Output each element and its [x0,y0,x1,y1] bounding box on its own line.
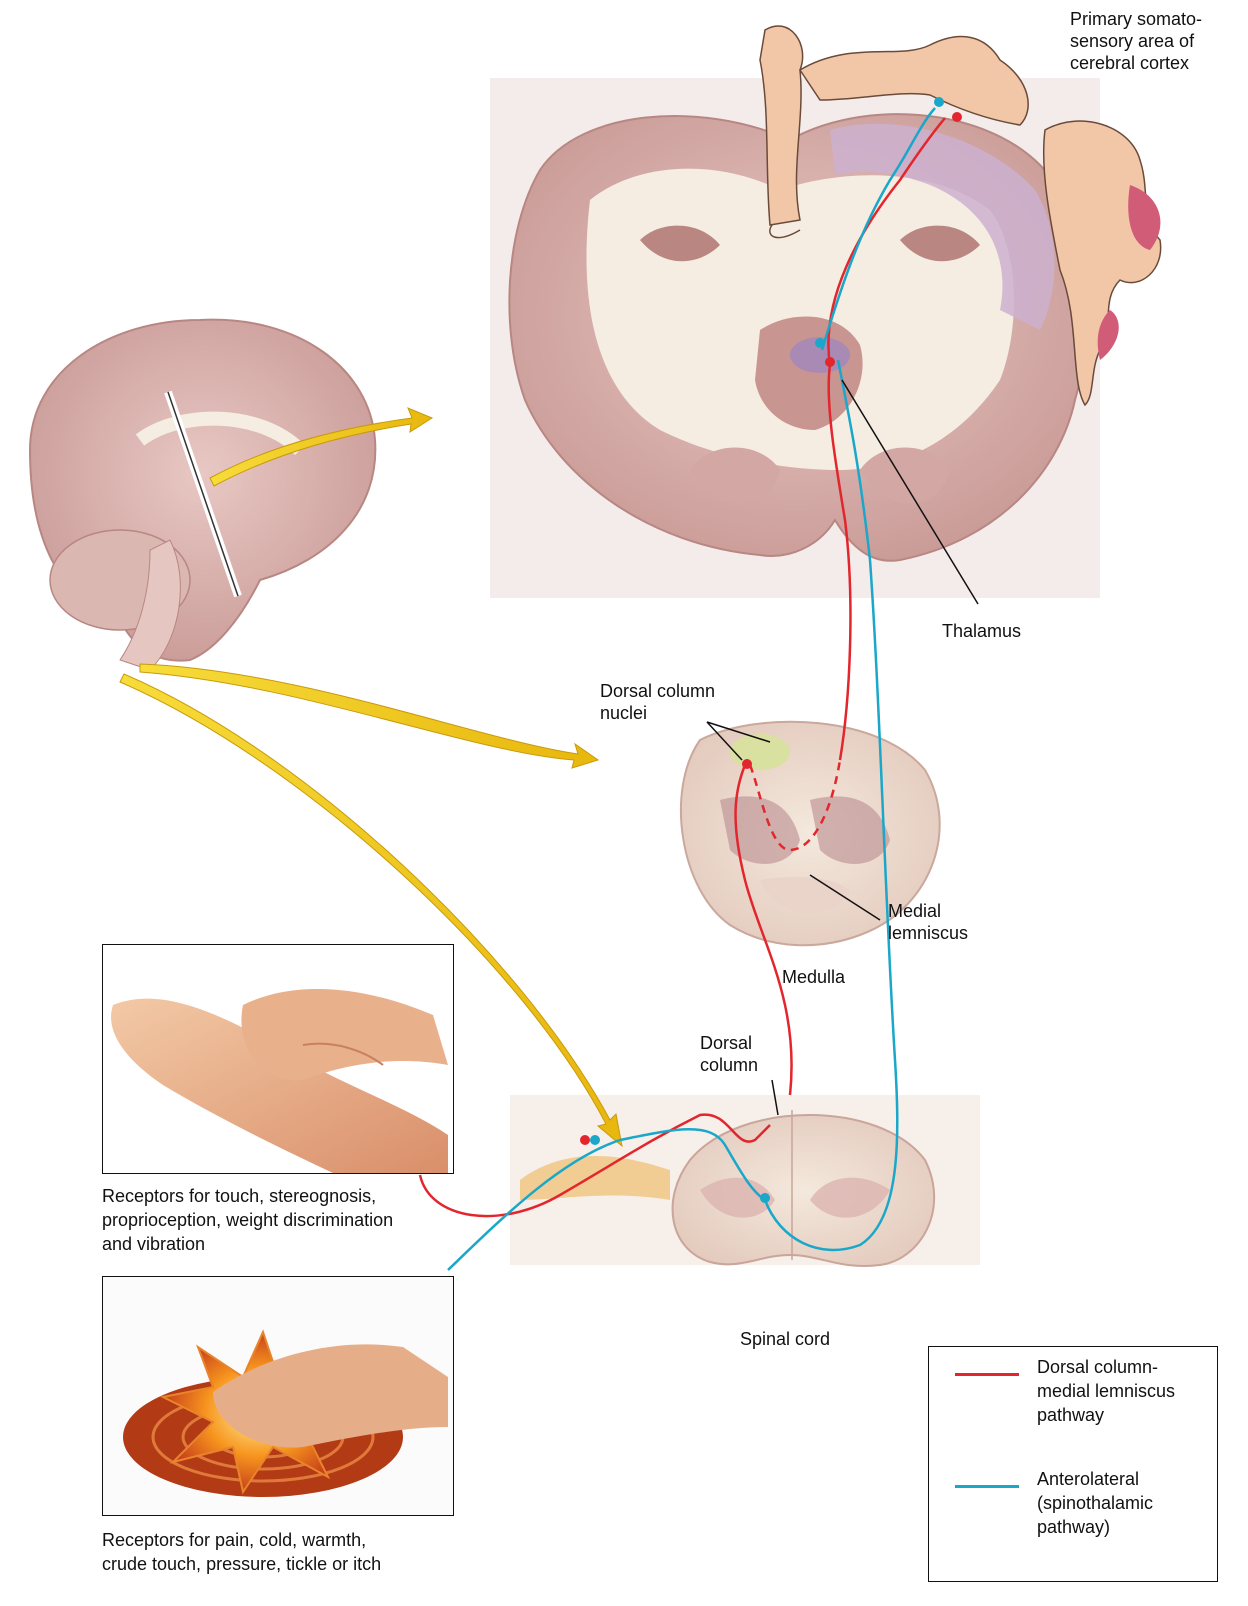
medial-lemniscus-label: Medial lemniscus [888,900,968,944]
arrow-to-medulla [140,664,598,768]
synapse-blue-ganglion [590,1135,600,1145]
thalamus-label: Thalamus [942,620,1021,642]
synapse-red-ganglion [580,1135,590,1145]
hands-touch-icon [103,945,453,1173]
synapse-red-thalamus [825,357,835,367]
synapse-blue-cortex [934,97,944,107]
pain-receptors-caption: Receptors for pain, cold, warmth, crude … [102,1528,381,1576]
synapse-red-medulla [742,759,752,769]
dorsal-column-nuclei-label: Dorsal column nuclei [600,680,715,724]
legend-dorsal-label: Dorsal column- medial lemniscus pathway [1037,1355,1175,1427]
dorsal-column-label: Dorsal column [700,1032,758,1076]
sagittal-brain [30,320,375,670]
synapse-red-cortex [952,112,962,122]
synapse-blue-cord [760,1193,770,1203]
legend: Dorsal column- medial lemniscus pathway … [928,1346,1218,1582]
spinal-cord-label: Spinal cord [740,1328,830,1350]
touch-receptors-caption: Receptors for touch, stereognosis, propr… [102,1184,393,1256]
medulla-label: Medulla [782,966,845,988]
spinal-cord-section [510,1095,980,1266]
pain-receptor-image [102,1276,454,1516]
touch-receptor-image [102,944,454,1174]
legend-anterolateral-label: Anterolateral (spinothalamic pathway) [1037,1467,1153,1539]
legend-blue-line [955,1485,1019,1488]
legend-red-line [955,1373,1019,1376]
cortex-label: Primary somato- sensory area of cerebral… [1070,8,1202,74]
burst-hand-icon [103,1277,453,1515]
synapse-blue-thalamus [815,338,825,348]
